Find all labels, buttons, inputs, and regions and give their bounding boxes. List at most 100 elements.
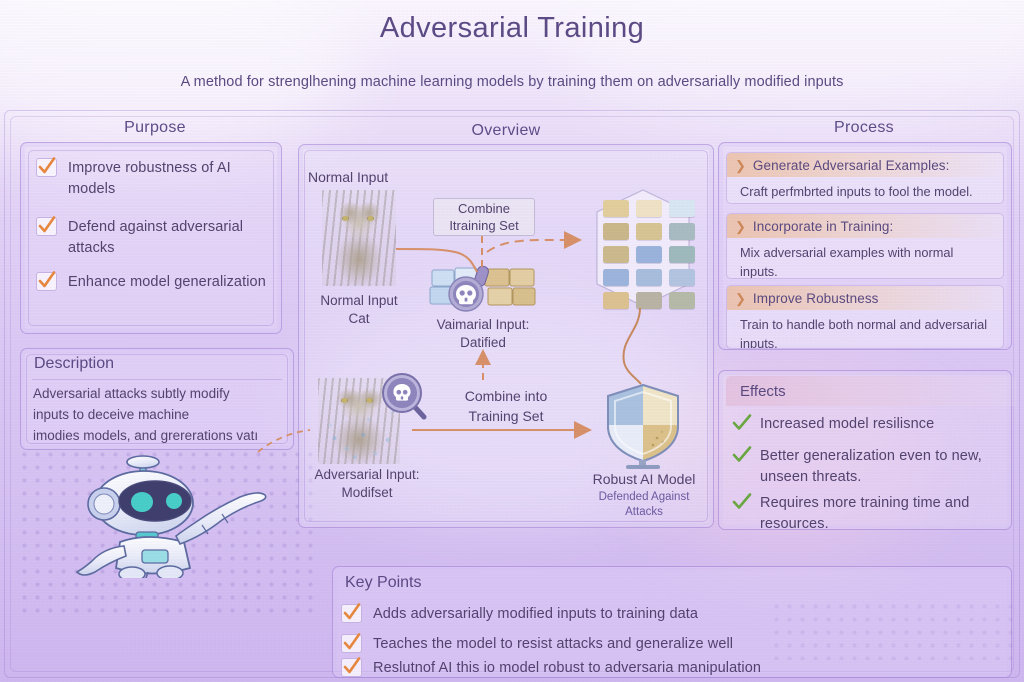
orange-check-icon [341,657,362,677]
overview-normal-input-heading: Normal Input [308,169,389,185]
purpose-item-0[interactable]: Improve robustness of AI models [36,157,270,200]
overview-panel-inner [304,150,708,522]
key-points-heading: Key Points [345,574,422,591]
dataset-tile [636,246,662,263]
model-sub-line2: Attacks [625,506,663,518]
cat-eye-right [367,216,374,221]
description-panel-inner [26,354,288,444]
page-title: Adversarial Training [379,12,645,44]
key-point-label: Teaches the model to resist attacks and … [373,636,734,652]
page-subtitle: A method for strenglhening machine learn… [180,74,844,90]
dataset-tile [669,246,695,263]
dataset-tile [669,292,695,309]
key-point-label: Adds adversarially modified inputs to tr… [373,606,699,622]
purpose-item-label: Defend against adversarial attacks [68,219,244,256]
perturbation-label: Vaimarial Input: Datified [420,316,546,352]
purpose-item-label: Improve robustness of AI models [68,160,231,197]
adversarial-label-line1: Adversarial Input: [314,467,420,482]
key-point-item-2[interactable]: Reslutnof AI this io model robust to adv… [341,657,981,679]
dataset-tile [603,269,629,286]
model-sub-line1: Defended Against [598,491,690,503]
effects-item-label: Increased model resilisnce [760,416,935,432]
green-check-icon [732,414,752,432]
process-step-title: Generate Adversarial Examples: [752,157,950,173]
chevron-right-icon: ❯ [735,218,746,234]
combine-box-line2: Itraining Set [449,218,519,233]
section-title-overview: Overview [471,122,541,139]
normal-input-label-line2: Cat [348,311,370,326]
combine-training-set-box: Combine Itraining Set [433,198,535,236]
normal-input-label-line1: Normal Input [320,293,398,308]
process-step-header: ❯ Generate Adversarial Examples: [727,153,1003,177]
process-step-body: Craft perfmbrted inputs to fool the mode… [740,184,973,199]
cat-eye-left [341,398,348,403]
robust-model-sublabel: Defended Against Attacks [582,490,706,520]
key-point-label: Reslutnof AI this io model robust to adv… [373,660,762,676]
perturbation-label-line2: Datified [460,335,506,350]
orange-check-icon [36,271,57,291]
orange-check-icon [341,633,362,653]
normal-input-label: Normal Input Cat [306,292,412,328]
process-step-body: Mix adversarial examples with normal inp… [740,245,954,279]
effects-item-0[interactable]: Increased model resilisnce [732,414,1002,435]
purpose-item-1[interactable]: Defend against adversarial attacks [36,216,270,259]
combine-into-line2: Training Set [468,408,544,424]
description-line: inputs to deceive machine [33,407,190,422]
effects-item-1[interactable]: Better generalization even to new, unsee… [732,446,1000,488]
description-line: Adversarial attacks subtly modify [33,386,230,401]
process-step-0[interactable]: ❯ Generate Adversarial Examples: Craft p… [726,152,1004,204]
purpose-panel [20,142,282,334]
normal-input-cat-image [322,190,396,286]
dataset-tile [636,223,662,240]
dataset-tile [669,269,695,286]
effects-heading: Effects [726,376,1016,406]
dataset-tile [603,223,629,240]
purpose-item-2[interactable]: Enhance model generalization [36,271,270,293]
dataset-tile [636,269,662,286]
orange-check-icon [36,216,57,236]
orange-check-icon [36,157,57,177]
process-step-header: ❯ Incorporate in Training: [727,214,1003,238]
robot-mascot-icon [62,446,292,582]
process-step-header: ❯ Improve Robustness [727,286,1003,310]
process-step-2[interactable]: ❯ Improve Robustness Train to handle bot… [726,285,1004,349]
dataset-tile [603,292,629,309]
perturbation-label-line1: Vaimarial Input: [436,317,530,332]
process-step-1[interactable]: ❯ Incorporate in Training: Mix adversari… [726,213,1004,279]
section-title-purpose: Purpose [124,119,186,136]
dataset-tile [636,292,662,309]
process-step-title: Improve Robustness [752,290,879,306]
adversarial-input-label: Adversarial Input: Modifset [302,466,432,502]
training-dataset-shape [595,188,695,309]
combine-into-line1: Combine into [464,388,548,404]
description-divider [32,379,282,380]
chevron-right-icon: ❯ [735,157,746,173]
cat-eye-left [342,216,349,221]
chevron-right-icon: ❯ [735,290,746,306]
description-line: imodies models, and grererations vatı [33,428,259,443]
dataset-tile [669,223,695,240]
cat-eye-right [366,398,373,403]
dataset-tile [603,200,629,217]
effects-item-label: Requires more training time and resource… [760,495,970,532]
description-heading: Description [34,355,115,372]
key-points-panel [332,566,1012,678]
dataset-tile [636,200,662,217]
green-check-icon [732,446,752,464]
effects-item-label: Better generalization even to new, unsee… [760,448,982,485]
magnifier-icon [380,372,434,426]
training-dataset-tiles [603,200,695,309]
key-point-item-0[interactable]: Adds adversarially modified inputs to tr… [341,603,981,625]
green-check-icon [732,493,752,511]
key-point-item-1[interactable]: Teaches the model to resist attacks and … [341,633,981,655]
process-step-title: Incorporate in Training: [752,218,894,234]
section-title-process: Process [834,119,894,136]
perturbation-blocks-group [428,258,538,316]
adversarial-label-line2: Modifset [341,485,393,500]
effects-item-2[interactable]: Requires more training time and resource… [732,493,1000,535]
purpose-item-label: Enhance model generalization [68,274,266,290]
orange-check-icon [341,603,362,623]
combine-into-training-set-label: Combine into Training Set [440,386,572,426]
robust-model-label: Robust AI Model [592,471,696,487]
process-step-body: Train to handle both normal and adversar… [740,317,988,349]
